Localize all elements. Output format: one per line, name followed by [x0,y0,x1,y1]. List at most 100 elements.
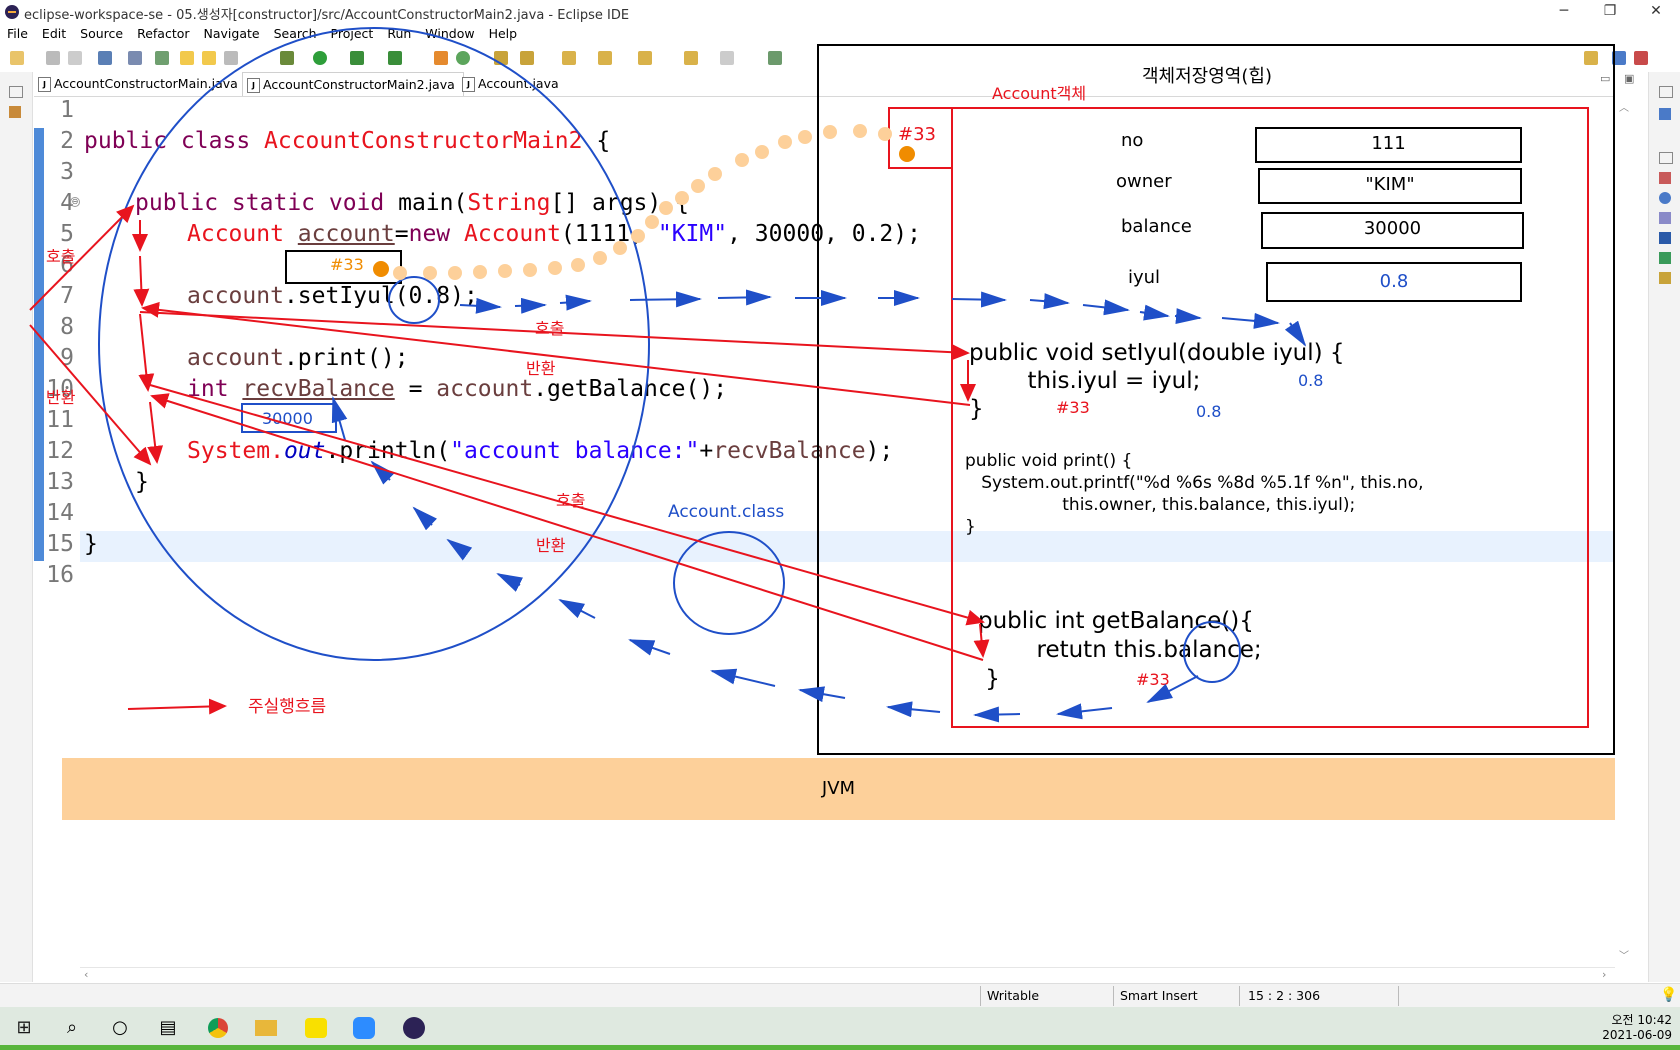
pin-editor-icon[interactable] [768,51,782,65]
package-explorer-icon[interactable] [9,106,21,118]
menu-edit[interactable]: Edit [41,26,67,41]
restore-right-view-icon[interactable] [1659,86,1673,98]
scroll-up-icon[interactable]: ︿ [1619,103,1629,114]
scroll-right-icon[interactable]: › [1602,968,1607,981]
minimize-editor-icon[interactable]: ▭ [1600,72,1611,85]
mark-occurrences-icon[interactable] [180,51,194,65]
line-number: 5 [60,221,74,247]
editor-tabs: J AccountConstructorMain.java J AccountC… [34,72,1634,115]
object-ref-id: #33 [898,124,936,145]
field-value-balance: 30000 [1261,212,1524,249]
code-line-13: } [135,469,149,495]
new-java-project-icon[interactable] [434,51,448,65]
method-setiyul-body: this.iyul = iyul; [969,368,1201,394]
tasks-icon[interactable] [1659,272,1671,284]
taskbar-search-icon[interactable]: ⌕ [66,1017,78,1038]
status-bar: Writable Smart Insert 15 : 2 : 306 💡 [0,983,1680,1008]
jvm-label: JVM [821,778,856,799]
line-number: 7 [60,283,74,309]
code-line-4: public static void main(String[] args) { [135,190,689,216]
vertical-scrollbar[interactable]: ︿ ﹀ [1617,97,1631,965]
save-all-icon[interactable] [68,51,82,65]
fold-icon[interactable]: ⊖ [70,197,80,207]
debug-icon[interactable] [155,51,169,65]
menu-source[interactable]: Source [80,26,124,41]
line-number-ruler: 1 2 3 4 5 6 7 8 9 10 11 12 13 14 15 16 ⊖ [44,97,80,982]
tab-label: Account.java [478,76,559,91]
window-title: eclipse-workspace-se - 05.생성자[constructo… [24,8,630,23]
previous-annotation-icon[interactable] [598,51,612,65]
task-view-icon[interactable]: ▤ [159,1017,177,1038]
code-line-5: Account account=new Account(1111, "KIM",… [187,221,921,247]
next-annotation-icon[interactable] [562,51,576,65]
restore-view-icon[interactable] [9,86,23,98]
menu-file[interactable]: File [7,26,28,41]
forward-icon[interactable] [720,51,734,65]
field-value-owner: "KIM" [1258,168,1522,204]
kakaotalk-icon[interactable] [302,1015,330,1041]
maximize-editor-icon[interactable]: ▣ [1624,72,1635,85]
chrome-icon[interactable] [204,1015,232,1041]
highlight-icon[interactable] [202,51,216,65]
line-number: 1 [60,97,74,123]
tab-accountconstructormain[interactable]: J AccountConstructorMain.java [34,72,250,95]
line-number: 15 [46,531,74,557]
status-cursor-position: 15 : 2 : 306 [1248,988,1321,1003]
recv-balance-value: 30000 [262,409,313,428]
skip-breakpoints-icon[interactable] [128,51,142,65]
method-getbalance-body: retutn this.balance; [978,637,1262,663]
menu-navigate[interactable]: Navigate [203,26,260,41]
minimize-button[interactable]: ─ [1559,3,1569,19]
code-line-9: account.print(); [187,345,409,371]
field-value-no: 111 [1255,127,1522,163]
outline-icon[interactable] [1659,108,1671,120]
restore-bottom-view-icon[interactable] [1659,152,1673,164]
maximize-button[interactable]: ❐ [1603,3,1617,19]
tab-account[interactable]: J Account.java [458,72,588,95]
scroll-left-icon[interactable]: ‹ [84,968,89,981]
declaration-icon[interactable] [1659,212,1671,224]
method-getbalance-signature: public int getBalance(){ [978,608,1254,634]
progress-icon[interactable] [1659,252,1671,264]
tab-label: AccountConstructorMain.java [54,76,238,91]
line-number: 13 [46,469,74,495]
java-file-icon: J [462,77,475,92]
javadoc-icon[interactable] [1659,192,1671,204]
problems-icon[interactable] [1659,172,1671,184]
java-perspective-icon[interactable] [1612,51,1626,65]
coverage-icon[interactable] [350,51,364,65]
method-print-body-2: this.owner, this.balance, this.iyul); [965,495,1356,515]
show-whitespace-icon[interactable] [224,51,238,65]
call-label-2: 호출 [556,491,586,510]
scroll-down-icon[interactable]: ﹀ [1619,951,1629,962]
terminal-icon[interactable] [98,51,112,65]
tip-icon[interactable]: 💡 [1660,987,1678,1003]
file-explorer-icon[interactable] [252,1015,280,1041]
run-icon[interactable] [313,51,327,65]
console-icon[interactable] [1659,232,1671,244]
git-perspective-icon[interactable] [1634,51,1648,65]
tab-accountconstructormain2[interactable]: J AccountConstructorMain2.java ✕ [242,72,464,115]
search-toolbar-icon[interactable] [520,51,534,65]
menu-refactor[interactable]: Refactor [137,26,190,41]
back-icon[interactable] [684,51,698,65]
code-line-7: account.setIyul(0.8); [187,283,478,309]
new-icon[interactable] [10,51,24,65]
horizontal-scrollbar[interactable]: ‹ › [80,967,1615,984]
open-perspective-icon[interactable] [1584,51,1598,65]
close-button[interactable]: ✕ [1650,3,1662,19]
new-class-icon[interactable] [456,51,470,65]
external-tools-icon[interactable] [388,51,402,65]
save-icon[interactable] [46,51,60,65]
debug-run-icon[interactable] [280,51,294,65]
eclipse-taskbar-icon[interactable] [400,1015,428,1041]
method-print-close: } [965,517,976,537]
windows-start-icon[interactable]: ⊞ [16,1017,32,1038]
main-flow-legend: 주실행흐름 [248,697,327,717]
zoom-icon[interactable] [350,1015,378,1041]
menu-help[interactable]: Help [488,26,518,41]
last-edit-icon[interactable] [638,51,652,65]
arg-circle [388,276,440,324]
cortana-icon[interactable]: ○ [112,1017,128,1038]
line-number: 2 [60,128,74,154]
